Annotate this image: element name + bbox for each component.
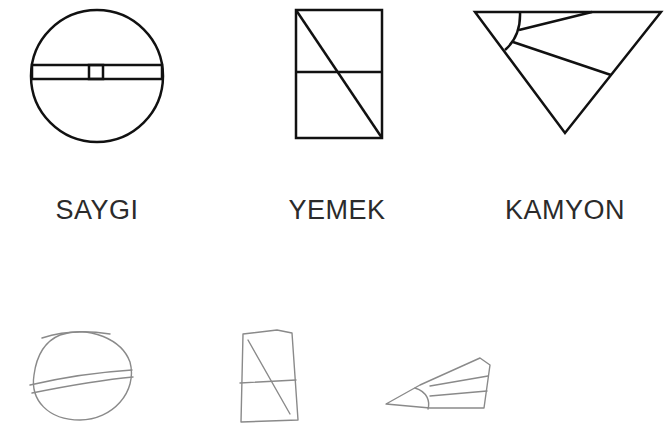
sketch-triangle [386,358,490,408]
word-label: KAMYON [505,195,625,226]
sketch-circle [33,332,131,420]
sketch-stroke [30,370,132,385]
circle-band [32,65,162,79]
word-label: YEMEK [288,195,385,226]
rectangle-diagonal [296,10,382,138]
triangle-line [519,12,592,30]
circle-figure [31,10,163,142]
word-label: SAYGI [55,195,138,226]
sketch-stroke [42,332,110,338]
triangle-figure [475,12,661,133]
sketch-stroke [430,376,488,386]
sketch-stroke [430,391,487,396]
triangle-line [513,42,611,75]
sketch-stroke [240,380,296,383]
circle-band-box [89,65,103,79]
sketch-stroke [32,377,133,393]
sketch-stroke [248,340,290,414]
sketch-stroke [415,388,429,409]
rectangle-figure [296,10,382,138]
sketch-rectangle [241,330,298,422]
